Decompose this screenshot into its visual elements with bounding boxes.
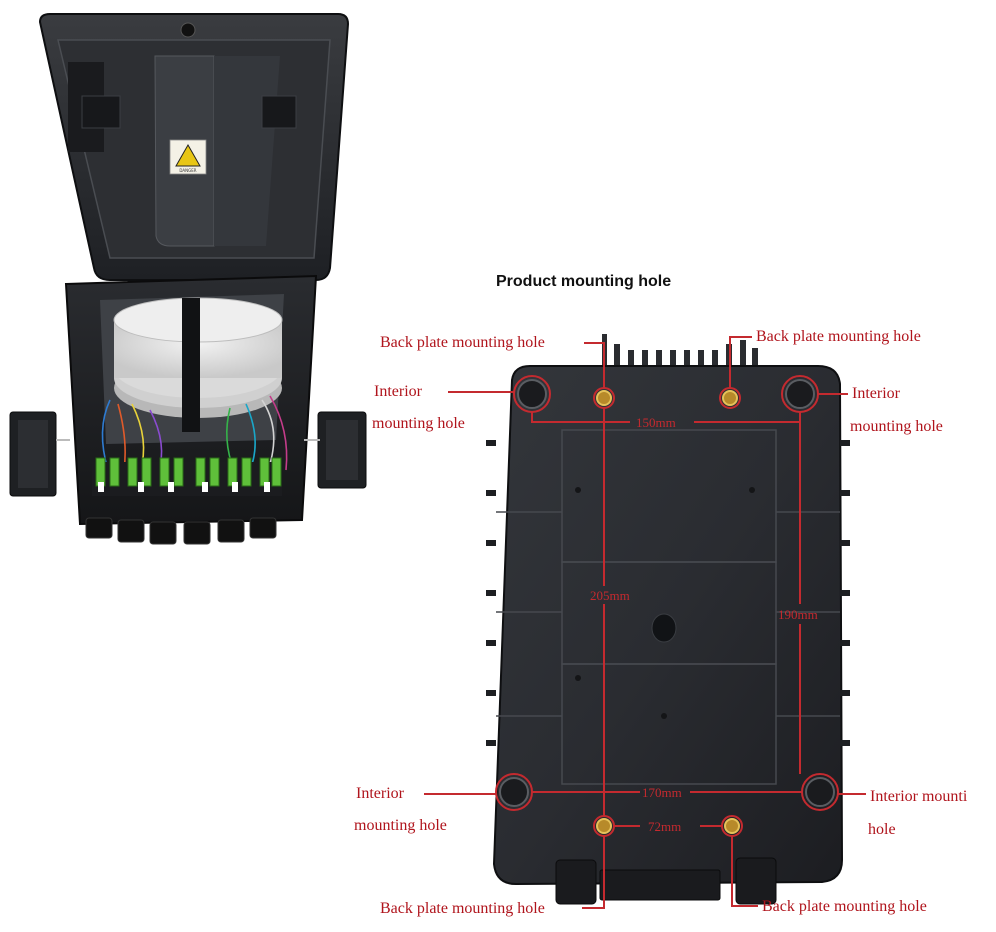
page-title: Product mounting hole [496, 273, 672, 290]
label-interior-hole-top-right-line1: Interior [852, 385, 900, 402]
cable-glands [85, 517, 277, 545]
warning-sticker-text: DANGER [179, 168, 196, 173]
dimension-top-width: 150mm [636, 415, 676, 430]
label-interior-hole-top-left-line1: Interior [374, 383, 422, 400]
label-back-plate-hole-bottom-left: Back plate mounting hole [380, 900, 545, 917]
label-interior-hole-bottom-right-line2: hole [868, 821, 896, 838]
label-interior-hole-bottom-left-line2: mounting hole [354, 817, 447, 834]
dimension-right-height: 190mm [778, 607, 818, 622]
label-interior-hole-bottom-right-line1: Interior mounti [870, 788, 968, 805]
enclosure-lid [38, 13, 350, 281]
label-interior-hole-bottom-left-line1: Interior [356, 785, 404, 802]
label-back-plate-hole-bottom-right: Back plate mounting hole [762, 898, 927, 915]
dimension-bottom-small: 72mm [648, 819, 682, 834]
dimension-bottom-width: 170mm [642, 785, 682, 800]
dimension-left-height: 205mm [590, 588, 630, 603]
dimension-lines [424, 336, 866, 909]
label-back-plate-hole-top-left: Back plate mounting hole [380, 334, 545, 351]
label-interior-hole-top-left-line2: mounting hole [372, 415, 465, 432]
sc-adapters [92, 457, 282, 496]
enclosure-back-plate [486, 334, 850, 905]
label-back-plate-hole-top-right: Back plate mounting hole [756, 328, 921, 345]
label-interior-hole-top-right-line2: mounting hole [850, 418, 943, 435]
splice-trays [113, 297, 283, 432]
